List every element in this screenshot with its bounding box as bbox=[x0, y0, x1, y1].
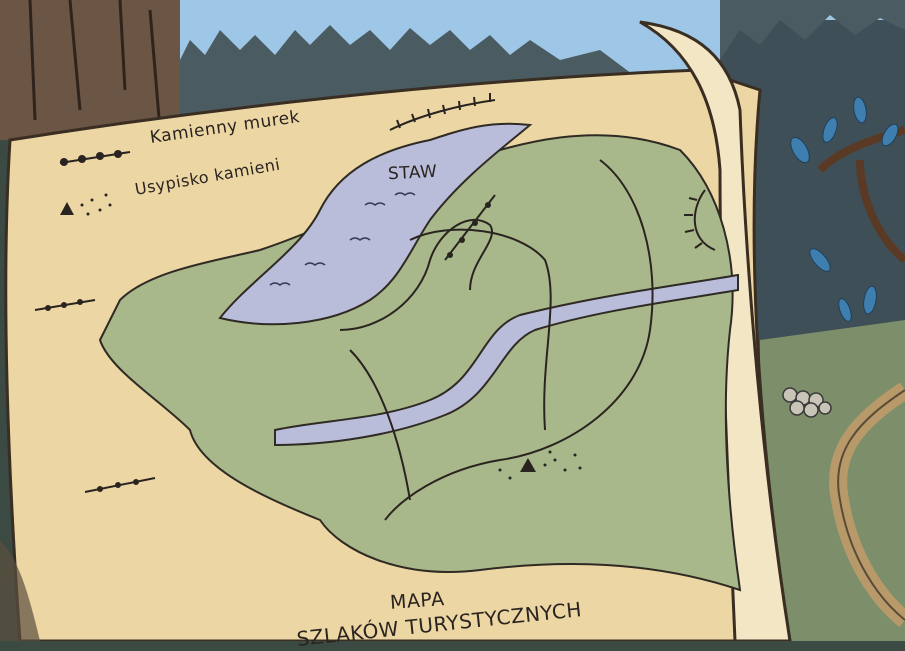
cliff-hachures-right bbox=[684, 189, 716, 251]
pond-waves bbox=[269, 192, 416, 286]
right-path-edge bbox=[837, 389, 905, 621]
map-river bbox=[274, 273, 739, 447]
corner-shadow bbox=[0, 540, 40, 641]
stone-pile bbox=[782, 387, 832, 418]
map-trails bbox=[339, 159, 654, 521]
leaves bbox=[790, 96, 899, 322]
map-title-line1: MAPA bbox=[389, 588, 446, 614]
right-treeline bbox=[720, 0, 905, 60]
cliff-hachures-top bbox=[389, 93, 496, 131]
map-wall-segment-2 bbox=[84, 477, 156, 493]
parchment-curl bbox=[639, 20, 792, 641]
map-wall-segment-1 bbox=[34, 299, 96, 311]
pond-label: STAW bbox=[387, 161, 438, 185]
tree-bark-lines bbox=[28, 0, 162, 131]
map-pond bbox=[218, 122, 533, 326]
legend-rocks-symbol bbox=[60, 193, 112, 216]
legend-wall-symbol bbox=[59, 150, 131, 166]
map-rock-pile bbox=[498, 450, 582, 480]
map-stone-wall bbox=[444, 194, 496, 261]
